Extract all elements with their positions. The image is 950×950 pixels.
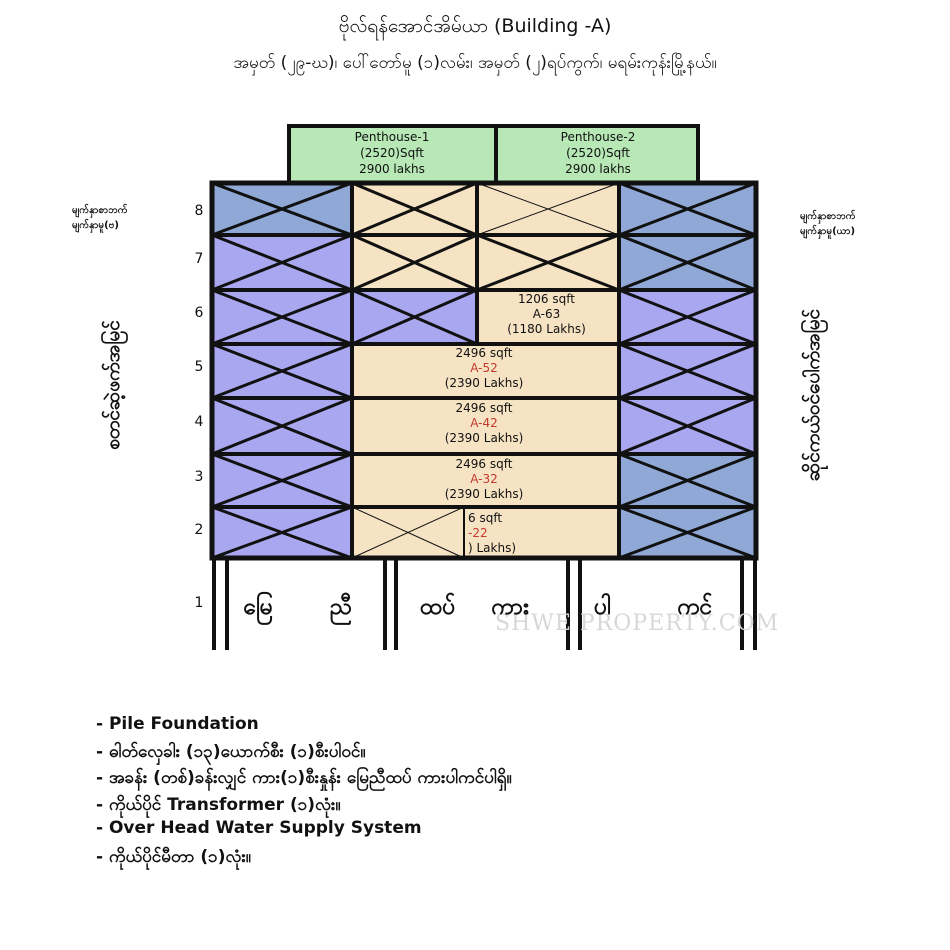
floor-number-4: 4 [194,414,204,430]
penthouse-2-area: (2520)Sqft [566,146,630,160]
unit-a42-price: (2390 Lakhs) [444,431,524,445]
unit-a22-label: 6 sqft -22 ) Lakhs) [468,511,528,556]
unit-a63-code: A-63 [532,307,561,321]
floor-6-right-wing-cross-b [618,288,757,346]
feature-item-3: - အခန်း (တစ်)ခန်းလျှင် ကား(၁)စီးနှုန်း မ… [96,768,512,788]
floor-8-left-wing-cross-b [211,181,353,237]
feature-item-1: - Pile Foundation [96,714,259,734]
floor-5-left-wing-cross-b [211,342,353,400]
page-subtitle: အမှတ် (၂၉-ဃ)၊ ပေါ်တော်မူ (၁)လမ်း၊ အမှတ် … [233,53,717,73]
right-wing-label: မျက်နှာစာဘက် မျက်နှာမူ(ယာ) [800,209,856,239]
ground-text-1: မြေ [243,594,273,620]
floor-3-unit [352,454,619,507]
feature-item-5: - Over Head Water Supply System [96,818,422,838]
floor-2-unit-a22 [464,507,619,558]
floor-number-2: 2 [194,522,204,538]
right-wing-line-1: မျက်နှာစာဘက် [800,211,856,222]
floor-6-left-wing-cross-b [211,288,353,346]
penthouse-1-label: Penthouse-1 (2520)Sqft 2900 lakhs [291,129,493,177]
unit-a42-code: A-42 [470,416,498,430]
feature-item-2: - ဓါတ်လှေခါး (၁၃)ယောက်စီး (၁)စီးပါဝင်။ [96,742,366,762]
unit-a63-price: (1180 Lakhs) [507,322,586,336]
floor-5-right-wing-cross-b [618,342,757,400]
unit-a32-area: 2496 sqft [455,457,513,471]
unit-a42-label: 2496 sqft A-42 (2390 Lakhs) [352,401,616,446]
unit-a32-label: 2496 sqft A-32 (2390 Lakhs) [352,457,616,502]
floor-5-unit [352,344,619,398]
feature-item-6: - ကိုယ်ပိုင်မီတာ (၁)လုံး။ [96,847,251,867]
ground-text-4: ကား [491,594,529,620]
penthouse-1-name: Penthouse-1 [354,130,430,144]
penthouse-2-label: Penthouse-2 (2520)Sqft 2900 lakhs [500,129,696,177]
penthouse-1-price: 2900 lakhs [359,162,425,176]
penthouse-2-block [496,126,698,183]
floor-7-middle-a-cross-b [351,233,478,292]
right-wing-line-2: မျက်နှာမူ(ယာ) [800,226,856,237]
floor-3-left-wing-cross-b [211,452,353,509]
left-wing-line-2: မျက်နှာမူ(ဗ) [72,220,119,231]
unit-a52-area: 2496 sqft [455,346,513,360]
left-wing-line-1: မျက်နှာစာဘက် [72,205,128,216]
penthouse-2-name: Penthouse-2 [560,130,636,144]
floor-8-right-wing-cross-b [618,181,757,237]
floor-number-3: 3 [194,469,204,485]
unit-a63-label: 1206 sqft A-63 (1180 Lakhs) [477,292,616,337]
unit-a22-area: 6 sqft [468,511,503,525]
floor-6-middle-a-cross-b [351,288,478,346]
unit-a32-price: (2390 Lakhs) [444,487,524,501]
floor-number-8: 8 [194,203,204,219]
feature-item-4: - ကိုယ်ပိုင် Transformer (၁)လုံး။ [96,795,341,815]
page-title: ဗိုလ်ရန်အောင်အိမ်ယာ (Building -A) [338,15,612,37]
penthouse-2-price: 2900 lakhs [565,162,631,176]
floor-number-5: 5 [194,359,204,375]
floor-6-unit-a63 [477,290,619,344]
left-side-view-label: စတင်ဆဲ့ဖက်အမြင် [102,320,124,450]
floor-2-right-wing-cross-b [618,505,757,560]
unit-a32-code: A-32 [470,472,498,486]
floor-number-1: 1 [194,595,204,611]
unit-a22-code: -22 [468,526,488,540]
floor-7-middle-b-cross-b [476,233,620,292]
ground-text-3: ထပ် [420,594,456,620]
floor-2-left-wing-cross-b [211,505,353,560]
ground-text-6: ကင် [677,594,713,620]
floor-7-right-wing-cross-b [618,233,757,292]
penthouse-1-block [289,126,496,183]
watermark: SHWE PROPERTY.COM [495,611,780,636]
floor-number-6: 6 [194,305,204,321]
penthouse-1-area: (2520)Sqft [360,146,424,160]
building-outline [209,180,759,561]
floor-7-left-wing-cross-b [211,233,353,292]
right-side-view-label: ဆိုင်ကယ်ဝင်ပေါက်အမြင် [802,308,824,482]
ground-text-5: ပါ [594,594,612,620]
floor-4-unit [352,398,619,454]
ground-text-2: ညီ [330,594,353,620]
unit-a22-price: ) Lakhs) [468,541,517,555]
unit-a52-code: A-52 [470,361,498,375]
unit-a52-label: 2496 sqft A-52 (2390 Lakhs) [352,346,616,391]
floor-4-left-wing-cross-b [211,396,353,456]
floor-4-right-wing-cross-b [618,396,757,456]
floor-2-middle-a-cross-b [351,506,465,559]
floor-number-7: 7 [194,251,204,267]
unit-a52-price: (2390 Lakhs) [444,376,524,390]
unit-a63-area: 1206 sqft [518,292,575,306]
floor-3-right-wing-cross-b [618,452,757,509]
floor-8-middle-a-cross-b [351,181,478,237]
unit-a42-area: 2496 sqft [455,401,513,415]
floor-8-middle-b-cross-b [476,182,620,236]
left-wing-label: မျက်နှာစာဘက် မျက်နှာမူ(ဗ) [72,203,128,233]
